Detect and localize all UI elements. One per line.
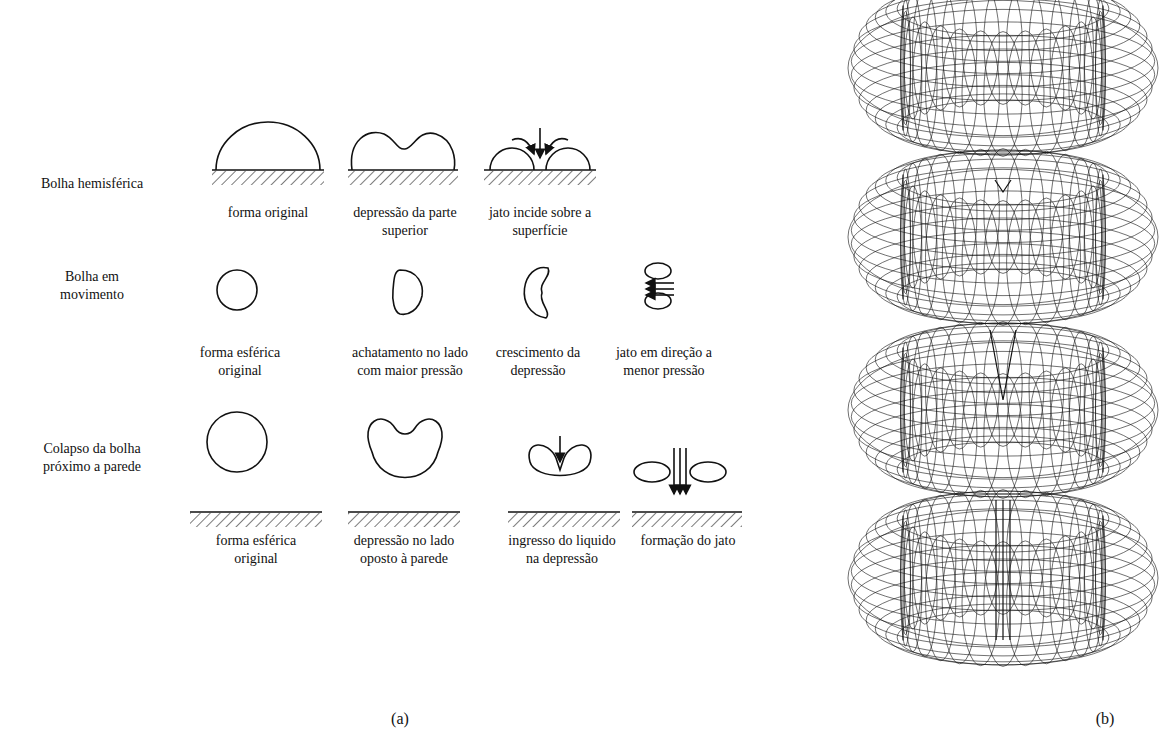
row-title: Bolha hemisférica <box>17 175 167 193</box>
stage-caption: depressão da parte superior <box>335 204 475 240</box>
stage-caption: forma esférica original <box>185 344 295 380</box>
stage-caption: crescimento da depressão <box>483 344 593 380</box>
panel-label: (a) <box>370 710 430 728</box>
torus-mesh <box>848 0 1158 666</box>
row-title: Bolha em movimento <box>32 268 152 304</box>
stage-caption: jato incide sobre a superfície <box>470 204 610 240</box>
stage-caption: forma esférica original <box>201 532 311 568</box>
panel-label: (b) <box>1075 710 1135 728</box>
row-title: Colapso da bolha próximo a parede <box>27 440 157 476</box>
stage-caption: jato em direção a menor pressão <box>604 344 724 380</box>
stage-caption: formação do jato <box>628 532 748 550</box>
stage-caption: achatamento no lado com maior pressão <box>345 344 475 380</box>
stage-caption: forma original <box>198 204 338 222</box>
stage-caption: ingresso do liquido na depressão <box>502 532 622 568</box>
stage-caption: depressão no lado oposto à parede <box>339 532 469 568</box>
